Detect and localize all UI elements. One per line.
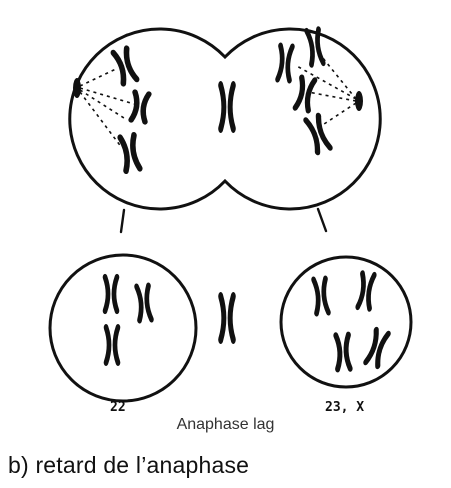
chromosome xyxy=(306,116,330,152)
left-chromosome-count: 22 xyxy=(110,400,126,415)
left-spindle-pole xyxy=(73,78,81,98)
chromosome xyxy=(131,92,149,122)
chromosome xyxy=(295,78,314,111)
right-arrow xyxy=(318,209,326,231)
chromosome xyxy=(137,286,152,321)
figure-caption: Anaphase lag xyxy=(0,416,451,434)
chromosome xyxy=(106,328,118,363)
chromosome xyxy=(278,46,293,81)
lagging-chromosome xyxy=(221,85,234,128)
chromosome xyxy=(358,274,374,309)
chromosome xyxy=(366,330,388,366)
chromosome xyxy=(336,335,350,369)
chromosome xyxy=(105,277,117,311)
right-daughter-cell xyxy=(281,257,411,387)
chromosome xyxy=(120,135,140,171)
right-spindle-pole xyxy=(355,91,363,111)
chromosome xyxy=(314,279,329,314)
right-chromosome-count: 23, X xyxy=(325,400,364,415)
left-arrow xyxy=(121,210,124,232)
figure-subtitle: b) retard de l’anaphase xyxy=(8,452,249,479)
left-daughter-cell xyxy=(50,255,196,401)
lost-chromosome xyxy=(221,296,234,339)
chromosome xyxy=(113,49,136,84)
